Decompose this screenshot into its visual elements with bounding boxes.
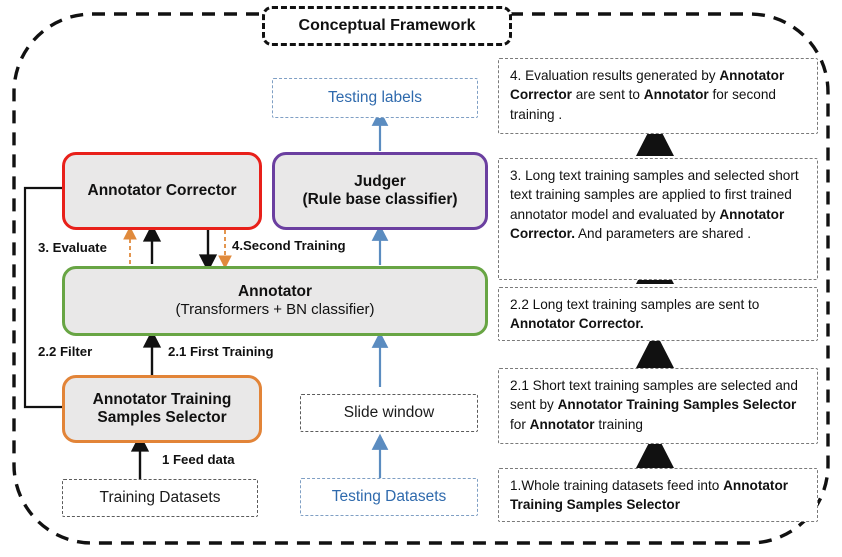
note-text: training xyxy=(594,416,643,432)
note-text: 2.1 Short text training samples are sele… xyxy=(510,378,798,413)
note-2-1: 2.1 Short text training samples are sele… xyxy=(498,368,818,444)
edge-label-evaluate: 3. Evaluate xyxy=(38,240,107,255)
node-testing-labels-label: Testing labels xyxy=(328,89,422,106)
edge-label-first-training: 2.1 First Training xyxy=(168,344,274,359)
note-text-bold: Annotator Corrector xyxy=(510,68,785,103)
edge-label-second-training: 4.Second Training xyxy=(232,238,346,253)
node-slide-window-label: Slide window xyxy=(343,404,435,421)
node-judger-label-2: (Rule base classifier) xyxy=(302,191,458,208)
node-annotator-label-2: (Transformers + BN classifier) xyxy=(175,300,375,318)
node-annotator[interactable]: Annotator (Transformers + BN classifier) xyxy=(62,266,488,336)
edge-label-filter: 2.2 Filter xyxy=(38,344,93,359)
edge-label-feed-data: 1 Feed data xyxy=(162,452,235,467)
node-selector-label-1: Annotator Training xyxy=(92,391,232,409)
note-text-bold: Annotator xyxy=(529,416,595,432)
note-text: 2.2 Long text training samples are sent … xyxy=(510,297,760,312)
node-training-datasets-label: Training Datasets xyxy=(99,489,221,506)
note-1: 1.Whole training datasets feed into Anno… xyxy=(498,468,818,522)
node-slide-window[interactable]: Slide window xyxy=(300,394,478,432)
note-text-bold: Annotator Training Samples Selector xyxy=(510,478,789,513)
note-text: 1.Whole training datasets feed into xyxy=(510,478,724,493)
node-judger-label-1: Judger xyxy=(354,173,406,191)
node-training-datasets[interactable]: Training Datasets xyxy=(62,479,258,517)
note-text-bold: Annotator Training Samples Selector xyxy=(557,397,797,413)
note-2-2: 2.2 Long text training samples are sent … xyxy=(498,287,818,341)
note-text-bold: Annotator Corrector. xyxy=(510,316,644,332)
note-4: 4. Evaluation results generated by Annot… xyxy=(498,58,818,134)
note-text-bold: Annotator Corrector. xyxy=(510,206,785,241)
note-3: 3. Long text training samples and select… xyxy=(498,158,818,280)
note-text: 3. Long text training samples and select… xyxy=(510,168,799,222)
note-text: And parameters are shared . xyxy=(574,225,752,241)
node-testing-labels[interactable]: Testing labels xyxy=(272,78,478,118)
diagram-title: Conceptual Framework xyxy=(262,6,512,46)
note-text: are sent to xyxy=(571,87,644,103)
note-text: for second training . xyxy=(510,87,776,122)
note-text: 4. Evaluation results generated by xyxy=(510,68,720,83)
node-selector-label-2: Samples Selector xyxy=(97,409,227,426)
node-annotator-training-samples-selector[interactable]: Annotator Training Samples Selector xyxy=(62,375,262,443)
node-annotator-label-1: Annotator xyxy=(237,283,313,301)
node-testing-datasets-label: Testing Datasets xyxy=(331,488,447,505)
node-testing-datasets[interactable]: Testing Datasets xyxy=(300,478,478,516)
note-text: for xyxy=(510,416,530,432)
node-annotator-corrector[interactable]: Annotator Corrector xyxy=(62,152,262,230)
node-judger[interactable]: Judger (Rule base classifier) xyxy=(272,152,488,230)
node-annotator-corrector-label: Annotator Corrector xyxy=(87,182,237,200)
note-text-bold: Annotator xyxy=(643,87,709,103)
